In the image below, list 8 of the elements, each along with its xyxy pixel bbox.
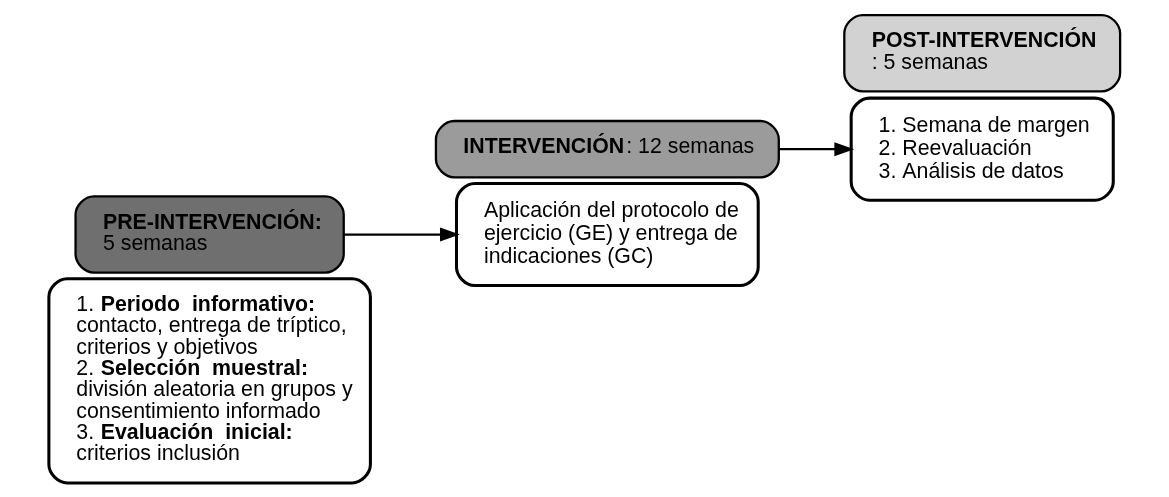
node-box: Aplicación del protocolo de ejercicio (GE) y entrega de indicaciones (GC) (454, 181, 760, 287)
node-box: INTERVENCIÓN: 12 semanas (434, 119, 780, 179)
node-box: PRE-INTERVENCIÓN: 5 semanas (74, 194, 345, 274)
arrow (344, 227, 460, 241)
node-box: 1. Periodo informativo: contacto, entrega de tríptico, criterios y objetivos 2. Selección muestral: división aleatoria en grupos y consentimiento informado 3. Evaluación inicial: criterios inclusión (47, 276, 372, 484)
arrow (779, 141, 855, 156)
node-box: POST-INTERVENCIÓN : 5 semanas (843, 13, 1122, 92)
node-box: 1. Semana de margen 2. Reevaluación 3. Análisis de datos (849, 96, 1115, 202)
